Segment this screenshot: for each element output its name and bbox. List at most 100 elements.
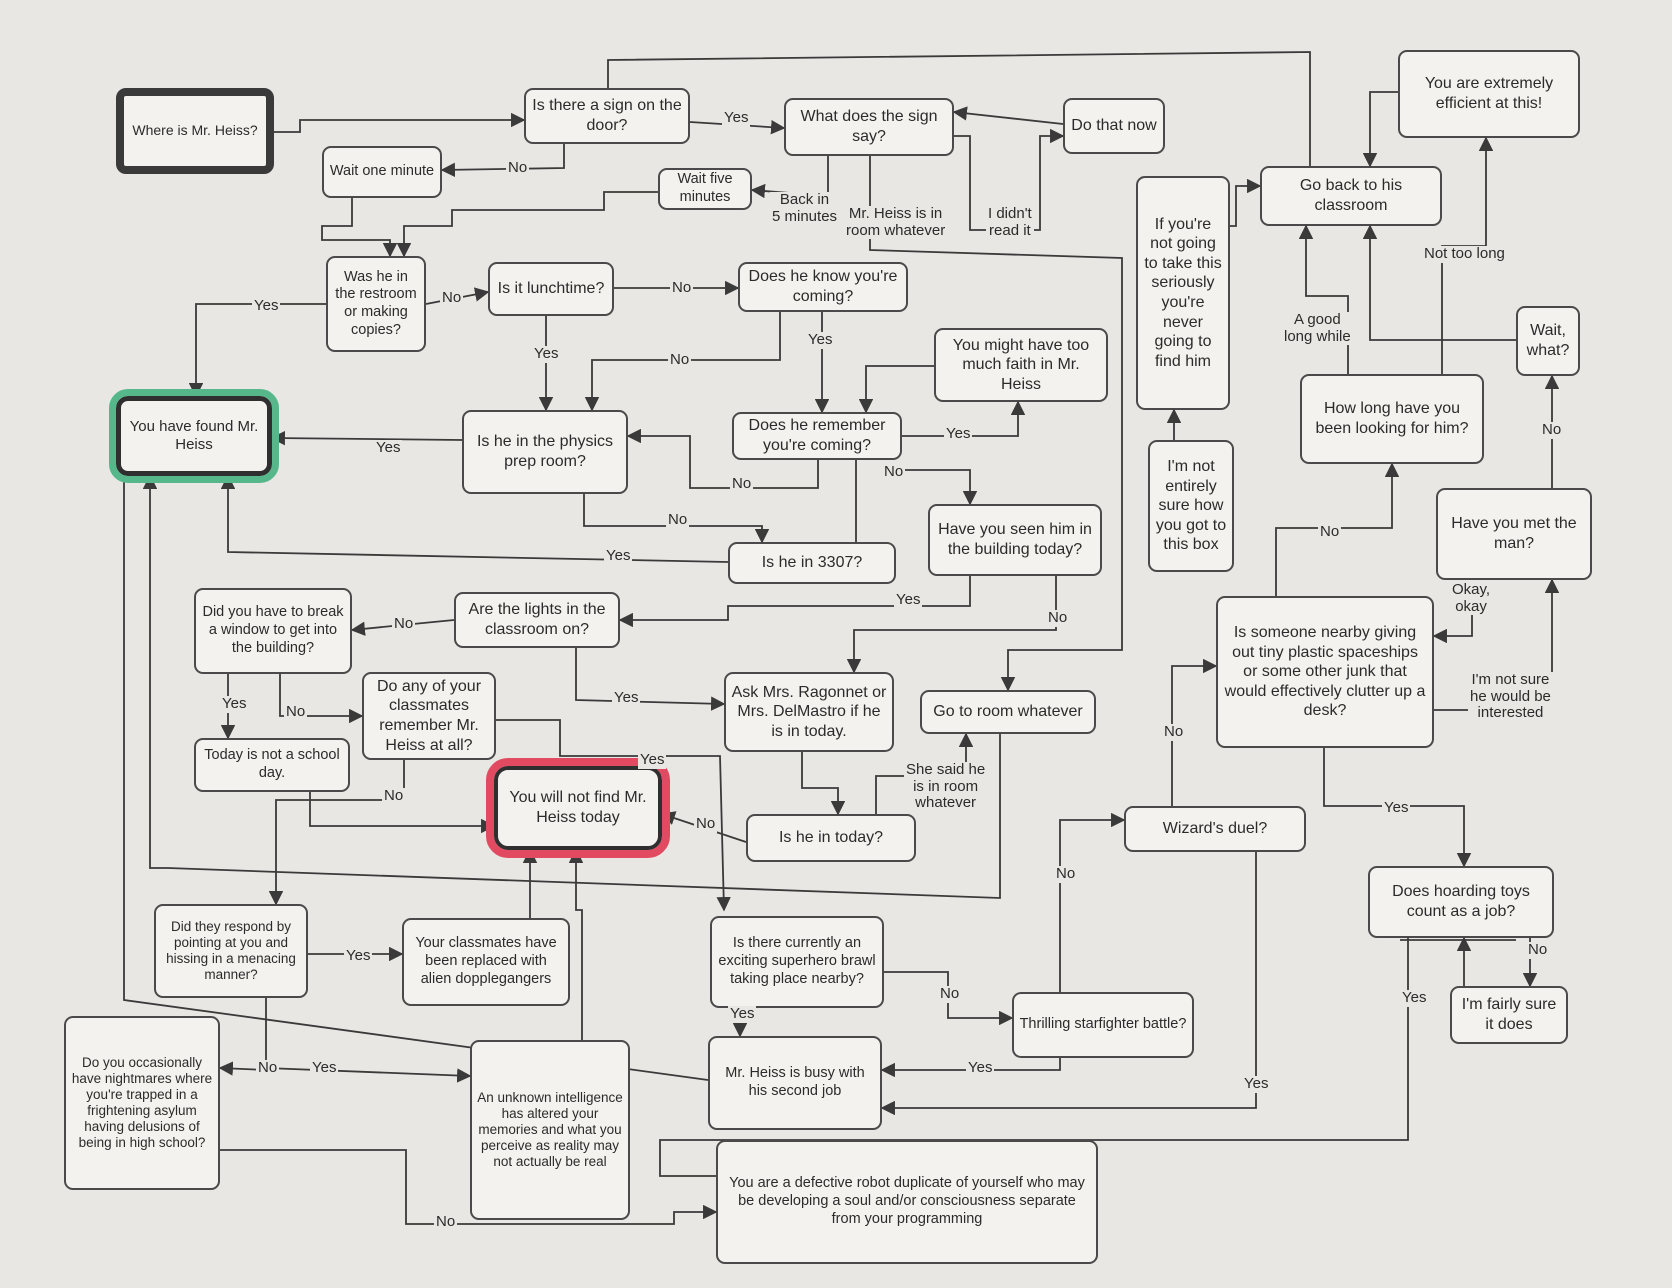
label-know-no: No <box>668 351 692 369</box>
efficient-node: You are extremely efficient at this! <box>1398 50 1580 138</box>
label-classmates-no: No <box>382 787 406 805</box>
go-back-node: Go back to his classroom <box>1260 166 1442 226</box>
connector-5 <box>607 51 1311 166</box>
connector-29 <box>279 674 364 724</box>
label-didnt-read: I didn't read it <box>986 205 1034 239</box>
label-spaceships-yes: Yes <box>1382 799 1411 817</box>
connector-24 <box>618 576 971 628</box>
label-spaceships-no: No <box>1318 523 1342 541</box>
label-lights-no: No <box>392 615 416 633</box>
spaceships-node: Is someone nearby giving out tiny plasti… <box>1216 596 1434 748</box>
connector-46 <box>1059 812 1126 992</box>
label-superhero-yes: Yes <box>728 1005 757 1023</box>
connector-30 <box>496 719 731 912</box>
not-found-node: You will not find Mr. Heiss today <box>486 758 670 858</box>
connector-23 <box>220 474 729 563</box>
label-nottoolong: Not too long <box>1422 245 1507 263</box>
connector-32 <box>309 792 496 834</box>
connector-4 <box>440 144 565 177</box>
connector-18 <box>270 430 463 446</box>
label-classmates-yes: Yes <box>638 751 667 769</box>
connector-25 <box>846 576 1057 674</box>
connector-33 <box>801 752 846 816</box>
connector-50 <box>1171 658 1218 806</box>
connector-9 <box>396 191 658 258</box>
sign-node: Is there a sign on the door? <box>524 88 690 144</box>
label-seen-no: No <box>1046 609 1070 627</box>
connector-41 <box>220 1149 718 1225</box>
ask-node: Ask Mrs. Ragonnet or Mrs. DelMastro if h… <box>724 672 894 752</box>
connector-42 <box>568 848 584 1040</box>
connector-47 <box>880 1058 1061 1078</box>
in-today-node: Is he in today? <box>746 814 916 862</box>
label-superhero-no: No <box>938 985 962 1003</box>
label-starfighter-yes: Yes <box>966 1059 995 1077</box>
connector-10 <box>188 303 326 398</box>
room3307-node: Is he in 3307? <box>728 542 896 584</box>
connector-27 <box>575 648 726 711</box>
connector-31 <box>268 760 405 906</box>
label-seen-yes: Yes <box>894 591 923 609</box>
label-lunch-yes: Yes <box>532 345 561 363</box>
connector-17 <box>858 365 934 414</box>
fairly-sure-node: I'm fairly sure it does <box>1450 986 1568 1044</box>
connector-8 <box>321 198 398 258</box>
label-nightmare-yes: Yes <box>310 1059 339 1077</box>
label-nightmare-no-2: No <box>434 1213 458 1231</box>
label-okay: Okay, okay <box>1450 581 1493 615</box>
label-remember-no-2: No <box>882 463 906 481</box>
hoarding-node: Does hoarding toys count as a job? <box>1368 866 1554 938</box>
label-sign-no: No <box>506 159 530 177</box>
not-sure-box-node: I'm not entirely sure how you got to thi… <box>1148 440 1234 572</box>
label-wizard-yes: Yes <box>1242 1075 1271 1093</box>
connector-21 <box>888 469 978 506</box>
label-lights-yes: Yes <box>612 689 641 707</box>
robot-node: You are a defective robot duplicate of y… <box>716 1140 1098 1264</box>
connector-52 <box>1230 178 1262 227</box>
superhero-node: Is there currently an exciting superhero… <box>710 916 884 1008</box>
connector-49 <box>659 938 1409 1177</box>
unknown-intelligence-node: An unknown intelligence has altered your… <box>470 1040 630 1220</box>
seriously-node: If you're not going to take this serious… <box>1136 176 1230 410</box>
label-restroom-yes: Yes <box>252 297 281 315</box>
lights-node: Are the lights in the classroom on? <box>454 592 620 648</box>
wait-five-node: Wait five minutes <box>658 168 752 210</box>
label-physics-no: No <box>666 511 690 529</box>
label-goodwhile: A good long while <box>1282 311 1353 345</box>
label-break-no: No <box>284 703 308 721</box>
label-sign-yes: Yes <box>722 109 751 127</box>
label-physics-yes: Yes <box>374 439 403 457</box>
alien-node: Your classmates have been replaced with … <box>402 918 570 1006</box>
label-nightmare-no: No <box>256 1059 280 1077</box>
label-back5: Back in 5 minutes <box>770 191 840 225</box>
label-point-yes: Yes <box>344 947 373 965</box>
label-know-yes: Yes <box>806 331 835 349</box>
connector-19 <box>626 428 819 489</box>
connector-56 <box>1362 224 1516 341</box>
starfighter-node: Thrilling starfighter battle? <box>1012 992 1194 1058</box>
lunch-node: Is it lunchtime? <box>488 262 614 316</box>
busy-node: Mr. Heiss is busy with his second job <box>708 1036 882 1130</box>
no-school-node: Today is not a school day. <box>194 738 350 792</box>
label-break-yes: Yes <box>220 695 249 713</box>
faith-node: You might have too much faith in Mr. Hei… <box>934 328 1108 402</box>
connector-0 <box>274 112 526 133</box>
label-restroom-no: No <box>440 289 464 307</box>
connector-2 <box>952 106 1064 125</box>
seen-node: Have you seen him in the building today? <box>928 504 1102 576</box>
classmates-node: Do any of your classmates remember Mr. H… <box>362 672 496 760</box>
wait-what-node: Wait, what? <box>1516 306 1580 376</box>
connector-6 <box>750 156 829 199</box>
nightmare-node: Do you occasionally have nightmares wher… <box>64 1016 220 1190</box>
connector-60 <box>1432 610 1473 644</box>
start-node: Where is Mr. Heiss? <box>116 88 274 174</box>
label-notsure-interested: I'm not sure he would be interested <box>1468 671 1553 722</box>
label-wizard-no: No <box>1162 723 1186 741</box>
restroom-node: Was he in the restroom or making copies? <box>326 256 426 352</box>
pointing-node: Did they respond by pointing at you and … <box>154 904 308 998</box>
wizard-node: Wizard's duel? <box>1124 806 1306 852</box>
remember-node: Does he remember you're coming? <box>732 412 902 460</box>
break-window-node: Did you have to break a window to get in… <box>194 588 352 674</box>
label-saidroom: She said he is in room whatever <box>904 761 988 812</box>
